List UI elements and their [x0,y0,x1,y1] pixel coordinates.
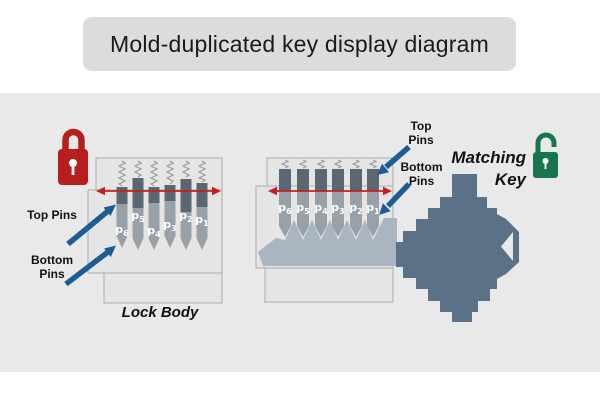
right-top-pins-arrow [377,144,411,175]
matching-key-handle [495,213,519,280]
left-top-pins-arrow [66,204,116,247]
right-pin-label-p6: p6 [278,201,292,217]
right-pin-label-p4: p4 [314,201,328,217]
diagram-title: Mold-duplicated key display diagram [83,17,516,71]
left-pin-p5 [132,178,144,250]
right-bottom-pins-label: Bottom Pins [400,160,443,189]
right-lock-diagram [255,132,558,322]
inserted-key-blade [258,218,397,266]
right-pin-p1 [367,169,379,237]
matching-key-shape [396,174,519,322]
right-pin-label-p3: p3 [331,201,345,217]
right-pin-p2 [350,169,362,237]
right-pin-p3 [332,169,344,237]
left-lock-diagram [58,128,223,304]
left-top-pins-label: Top Pins [27,208,77,222]
locked-padlock-icon [58,128,88,185]
left-pin-label-p4: p4 [147,224,161,240]
right-bottom-pins-arrow [379,182,411,215]
left-pin-label-p1: p1 [195,213,209,229]
right-shear-line [268,186,392,196]
left-pin-label-p3: p3 [163,218,177,234]
left-pin-p6 [116,187,128,248]
right-lock-springs [280,159,378,169]
right-pin-p4 [315,169,327,237]
left-pin-label-p5: p5 [131,209,145,225]
lock-body-label: Lock Body [121,304,199,321]
matching-key-label: Matching Key [451,148,526,190]
right-pin-p6 [279,169,291,237]
left-pin-p3 [164,185,176,248]
left-lock-springs [117,160,207,187]
right-top-pins-label: Top Pins [408,119,434,148]
left-pin-label-p6: p6 [115,223,129,239]
unlocked-padlock-icon [533,132,558,178]
left-shear-line [96,186,221,196]
right-pin-p5 [297,169,309,237]
left-pin-label-p2: p2 [179,209,193,225]
left-pin-p2 [180,179,192,250]
left-pin-p1 [196,183,208,250]
right-pin-label-p5: p5 [296,201,310,217]
right-lock-pins [279,169,379,237]
left-lock-pins [116,178,208,250]
diagram-title-text: Mold-duplicated key display diagram [109,30,490,57]
left-bottom-pins-label: Bottom Pins [31,253,73,282]
right-pin-label-p2: p2 [349,201,363,217]
left-bottom-pins-arrow [64,245,116,287]
left-pin-p4 [148,187,160,250]
right-pin-label-p1: p1 [366,201,380,217]
